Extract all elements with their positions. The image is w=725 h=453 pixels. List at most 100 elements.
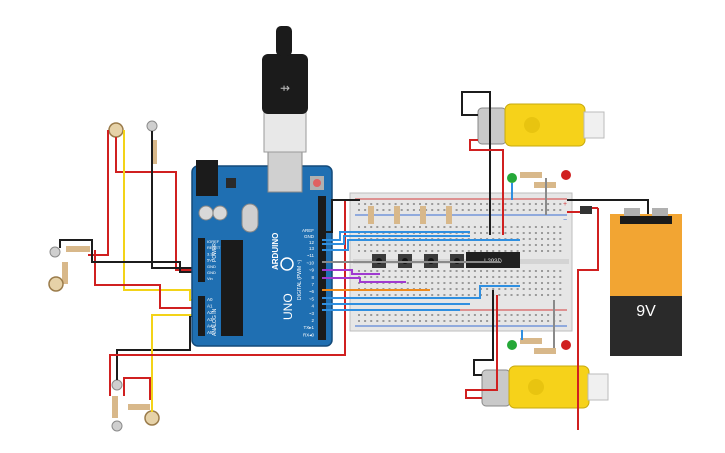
resistor-icon bbox=[534, 348, 556, 354]
wire-red bbox=[115, 137, 196, 271]
resistor-icon bbox=[62, 262, 68, 284]
breadboard-hole bbox=[370, 270, 373, 272]
breadboard-hole bbox=[528, 270, 531, 272]
motor-shaft bbox=[583, 111, 605, 139]
breadboard-hole bbox=[480, 250, 482, 252]
breadboard-hole bbox=[449, 314, 452, 316]
breadboard-hole bbox=[553, 226, 556, 228]
gnd-label: GND bbox=[304, 234, 315, 239]
breadboard-hole bbox=[394, 270, 397, 272]
breadboard-hole bbox=[412, 270, 415, 272]
breadboard-hole bbox=[431, 294, 434, 296]
battery-label: 9V bbox=[636, 303, 656, 320]
breadboard-hole bbox=[467, 209, 470, 211]
breadboard-hole bbox=[547, 238, 550, 240]
regulator-icon bbox=[226, 178, 236, 188]
breadboard-hole bbox=[553, 244, 556, 246]
breadboard-hole bbox=[382, 209, 385, 211]
breadboard-hole bbox=[461, 276, 464, 278]
resistor-icon bbox=[520, 172, 542, 178]
breadboard-hole bbox=[431, 282, 434, 284]
battery-terminal-pos bbox=[624, 208, 640, 218]
breadboard-hole bbox=[443, 294, 446, 296]
resistor-icon bbox=[66, 246, 90, 252]
breadboard-hole bbox=[492, 209, 495, 211]
breadboard-hole bbox=[388, 203, 391, 205]
led-icon bbox=[111, 379, 123, 391]
breadboard-hole bbox=[449, 270, 452, 272]
wire-black bbox=[151, 131, 196, 269]
wire-red bbox=[577, 208, 599, 430]
resistor-icon bbox=[394, 206, 400, 224]
breadboard-hole bbox=[461, 226, 464, 228]
breadboard-hole bbox=[516, 320, 519, 322]
breadboard-hole bbox=[516, 232, 519, 234]
red-led-icon bbox=[561, 340, 571, 350]
breadboard-hole bbox=[449, 288, 452, 290]
breadboard-hole bbox=[400, 270, 403, 272]
breadboard-hole bbox=[449, 294, 452, 296]
wire-black bbox=[116, 315, 196, 380]
breadboard-hole bbox=[376, 276, 379, 278]
breadboard-hole bbox=[522, 244, 525, 246]
breadboard-hole bbox=[528, 320, 531, 322]
usb-port bbox=[267, 151, 303, 193]
breadboard-hole bbox=[498, 320, 501, 322]
breadboard-hole bbox=[473, 294, 476, 296]
breadboard-hole bbox=[473, 232, 476, 234]
breadboard-hole bbox=[431, 314, 434, 316]
breadboard-hole bbox=[547, 320, 550, 322]
breadboard-hole bbox=[455, 250, 458, 252]
breadboard-hole bbox=[364, 250, 367, 252]
breadboard-hole bbox=[510, 276, 513, 278]
breadboard-hole bbox=[370, 276, 373, 278]
breadboard-hole bbox=[547, 276, 550, 278]
breadboard-hole bbox=[467, 276, 470, 278]
motor-hub bbox=[528, 379, 544, 395]
breadboard-hole bbox=[455, 288, 458, 290]
breadboard-hole bbox=[473, 320, 476, 322]
breadboard-hole bbox=[425, 314, 428, 316]
breadboard-hole bbox=[382, 270, 385, 272]
breadboard-hole bbox=[534, 276, 537, 278]
wire-blue bbox=[322, 239, 520, 251]
breadboard-hole bbox=[449, 226, 452, 228]
breadboard-hole bbox=[547, 232, 550, 234]
capacitor-icon bbox=[212, 205, 228, 221]
breadboard-hole bbox=[473, 203, 476, 205]
breadboard-hole bbox=[510, 282, 513, 284]
breadboard-hole bbox=[516, 282, 519, 284]
wire-red bbox=[469, 139, 504, 235]
breadboard-hole bbox=[504, 270, 507, 272]
breadboard-hole bbox=[425, 226, 428, 228]
breadboard-hole bbox=[480, 226, 482, 228]
breadboard-hole bbox=[376, 250, 379, 252]
breadboard-hole bbox=[358, 209, 360, 211]
breadboard-hole bbox=[553, 232, 556, 234]
breadboard-hole bbox=[370, 320, 373, 322]
breadboard-hole bbox=[382, 294, 385, 296]
breadboard-hole bbox=[516, 244, 519, 246]
wire-black bbox=[59, 239, 196, 273]
breadboard-hole bbox=[376, 320, 379, 322]
breadboard-hole bbox=[498, 288, 501, 290]
breadboard-hole bbox=[510, 226, 513, 228]
breadboard-hole bbox=[486, 209, 489, 211]
breadboard-hole bbox=[358, 294, 360, 296]
reset-button-cap bbox=[313, 179, 321, 187]
breadboard-hole bbox=[443, 276, 446, 278]
breadboard-hole bbox=[364, 276, 367, 278]
breadboard-hole bbox=[541, 270, 543, 272]
wire-red bbox=[465, 295, 498, 399]
breadboard-hole bbox=[419, 244, 421, 246]
digital-pin-label: 8 bbox=[311, 275, 314, 280]
breadboard-hole bbox=[516, 250, 519, 252]
breadboard-hole bbox=[516, 209, 519, 211]
breadboard-hole bbox=[473, 314, 476, 316]
breadboard-hole bbox=[547, 288, 550, 290]
breadboard-hole bbox=[388, 294, 391, 296]
breadboard-hole bbox=[516, 270, 519, 272]
led-icon bbox=[146, 120, 158, 132]
breadboard-hole bbox=[553, 203, 556, 205]
breadboard-hole bbox=[528, 209, 531, 211]
